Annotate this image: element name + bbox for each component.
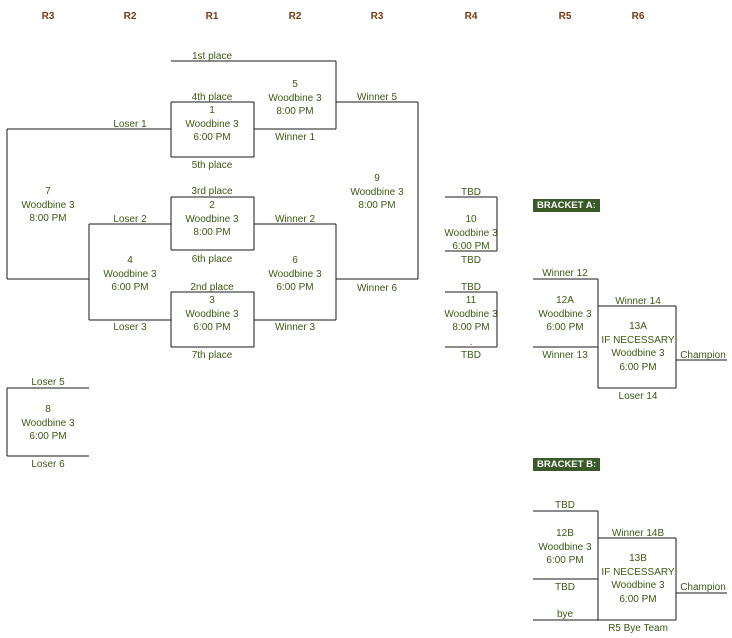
- game-4-line: Woodbine 3: [103, 268, 157, 280]
- slot-label-loser-2: Loser 2: [113, 214, 147, 225]
- slot-label-place-5th: 5th place: [191, 160, 233, 171]
- game-3-line: 3: [209, 295, 215, 306]
- slot-label-tbd-10-bottom: TBD: [461, 255, 481, 266]
- game-12b-line: 6:00 PM: [546, 555, 584, 567]
- round-header: R3: [41, 11, 55, 22]
- game-6-line: 6:00 PM: [276, 282, 314, 294]
- game-13a-line: Woodbine 3: [611, 348, 665, 360]
- game-5-line: Woodbine 3: [268, 92, 322, 104]
- game-6-line: 6: [292, 255, 298, 266]
- game-12a-line: 6:00 PM: [546, 322, 584, 334]
- slot-label-place-7th: 7th place: [191, 350, 233, 361]
- round-header: R1: [205, 11, 219, 22]
- round-header: R2: [123, 11, 137, 22]
- game-13b-line: Woodbine 3: [611, 580, 665, 592]
- game-1-line: Woodbine 3: [185, 118, 239, 130]
- game-8-line: Woodbine 3: [21, 417, 75, 429]
- game-12b-line: 12B: [556, 528, 574, 539]
- game-3-line: Woodbine 3: [185, 308, 239, 320]
- round-header: R5: [558, 11, 572, 22]
- round-header: R6: [631, 11, 645, 22]
- game-11-line: 8:00 PM: [452, 322, 490, 334]
- round-header: R3: [370, 11, 384, 22]
- slot-label-place-6th: 6th place: [191, 254, 233, 265]
- slot-label-loser-5: Loser 5: [31, 377, 65, 388]
- slot-label-dot-11: .: [469, 337, 473, 348]
- game-1-line: 1: [209, 105, 215, 116]
- round-header: R4: [464, 11, 478, 22]
- slot-label-loser-6: Loser 6: [31, 459, 65, 470]
- slot-label-winner-14: Winner 14: [615, 296, 661, 307]
- game-9-line: Woodbine 3: [350, 186, 404, 198]
- game-5-line: 5: [292, 79, 298, 90]
- slot-label-loser-3: Loser 3: [113, 322, 147, 333]
- game-12b-line: Woodbine 3: [538, 541, 592, 553]
- game-13a-line: 13A: [629, 321, 647, 332]
- game-9-line: 8:00 PM: [358, 200, 396, 212]
- slot-label-tbd-12b-top: TBD: [555, 500, 575, 511]
- slot-label-loser-1: Loser 1: [113, 119, 147, 130]
- game-13a-line: 6:00 PM: [619, 361, 657, 373]
- slot-label-place-2nd: 2nd place: [190, 282, 234, 293]
- slot-label-winner-3: Winner 3: [274, 322, 316, 333]
- slot-label-winner-6: Winner 6: [356, 283, 398, 294]
- slot-label-winner-2: Winner 2: [274, 214, 316, 225]
- slot-label-r5-bye-team: R5 Bye Team: [608, 623, 668, 634]
- game-4-line: 6:00 PM: [111, 282, 149, 294]
- slot-label-winner-13: Winner 13: [542, 350, 588, 361]
- game-13b-line: IF NECESSARY: [601, 566, 675, 578]
- game-2-line: 8:00 PM: [193, 227, 231, 239]
- slot-label-winner-14b: Winner 14B: [611, 528, 665, 539]
- game-2-line: 2: [209, 200, 215, 211]
- game-6-line: Woodbine 3: [268, 268, 322, 280]
- game-5-line: 8:00 PM: [276, 106, 314, 118]
- game-12a-line: 12A: [556, 295, 574, 306]
- slot-label-winner-12: Winner 12: [542, 268, 588, 279]
- slot-label-winner-1: Winner 1: [274, 132, 316, 143]
- slot-label-loser-14: Loser 14: [618, 391, 658, 402]
- slot-label-champion-a: Champion: [680, 350, 726, 361]
- game-10-line: 10: [465, 214, 477, 225]
- game-8-line: 6:00 PM: [29, 431, 67, 443]
- slot-label-tbd-11-bottom: TBD: [461, 350, 481, 361]
- game-13a-line: IF NECESSARY: [601, 334, 675, 346]
- slot-label-place-3rd: 3rd place: [191, 186, 233, 197]
- slot-label-bye: bye: [556, 609, 574, 620]
- game-2-line: Woodbine 3: [185, 213, 239, 225]
- game-11-line: Woodbine 3: [444, 308, 498, 320]
- slot-label-tbd-11-top: TBD: [461, 282, 481, 293]
- bracket-b-badge: BRACKET B:: [533, 458, 601, 471]
- game-12a-line: Woodbine 3: [538, 308, 592, 320]
- game-4-line: 4: [127, 255, 133, 266]
- bracket-a-badge: BRACKET A:: [533, 199, 600, 212]
- slot-label-tbd-12b-bottom: TBD: [555, 582, 575, 593]
- game-7-line: 8:00 PM: [29, 213, 67, 225]
- game-8-line: 8: [45, 404, 51, 415]
- game-10-line: 6:00 PM: [452, 241, 490, 253]
- slot-label-place-1st: 1st place: [191, 51, 233, 62]
- round-header: R2: [288, 11, 302, 22]
- game-13b-line: 6:00 PM: [619, 593, 657, 605]
- slot-label-place-4th: 4th place: [191, 92, 233, 103]
- slot-label-winner-5: Winner 5: [356, 92, 398, 103]
- slot-label-tbd-10-top: TBD: [461, 187, 481, 198]
- game-7-line: 7: [45, 186, 51, 197]
- game-10-line: Woodbine 3: [444, 227, 498, 239]
- game-13b-line: 13B: [629, 553, 647, 564]
- game-11-line: 11: [465, 295, 477, 306]
- slot-label-champion-b: Champion: [680, 582, 726, 593]
- game-9-line: 9: [374, 173, 380, 184]
- game-1-line: 6:00 PM: [193, 132, 231, 144]
- game-3-line: 6:00 PM: [193, 322, 231, 334]
- game-7-line: Woodbine 3: [21, 199, 75, 211]
